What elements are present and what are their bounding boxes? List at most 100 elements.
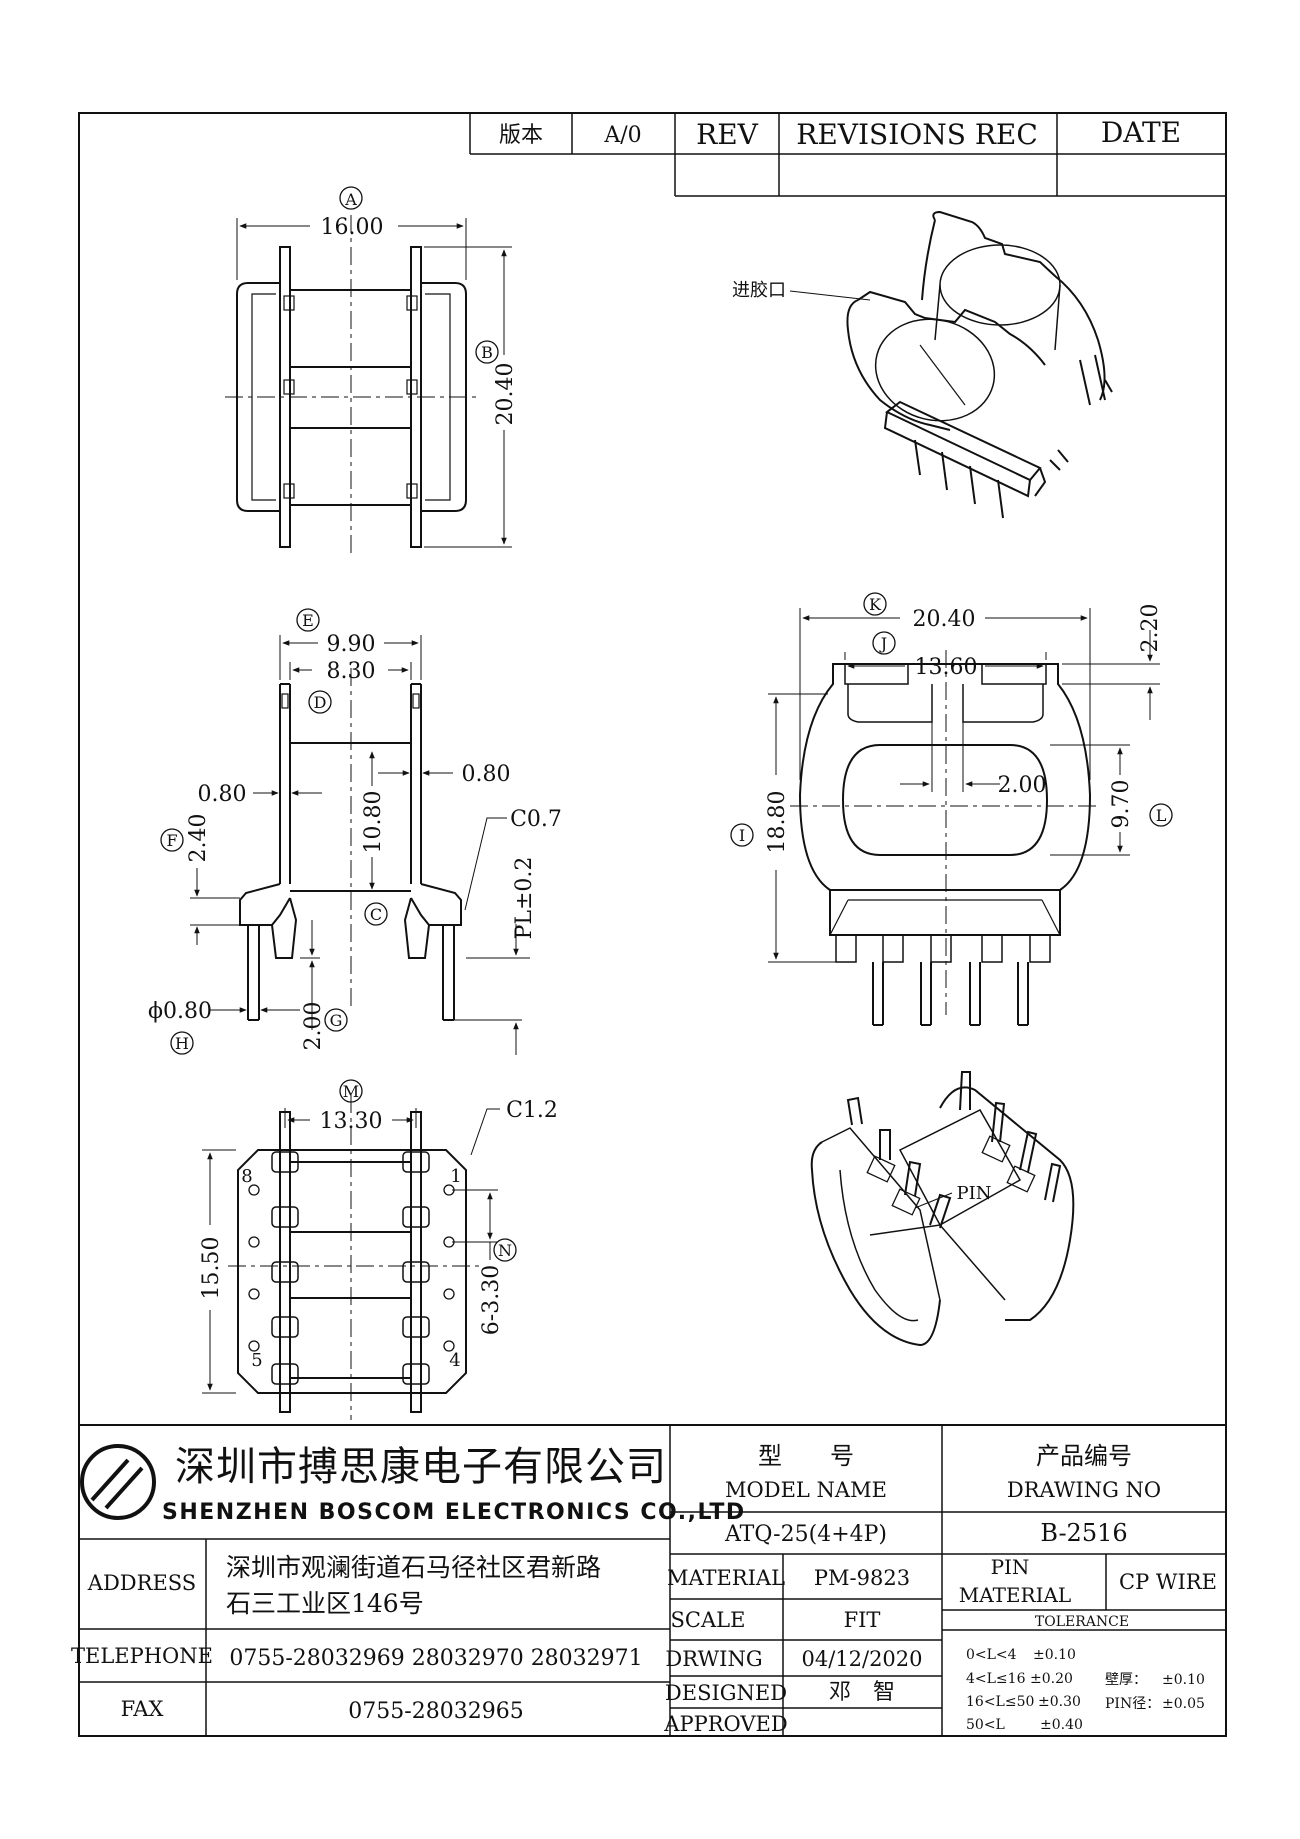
material-value: PM-9823 bbox=[814, 1566, 910, 1590]
pin-dia-value: ±0.05 bbox=[1162, 1696, 1205, 1712]
callout-g: G bbox=[330, 1011, 343, 1030]
callout-a: A bbox=[344, 190, 357, 209]
scale-value: FIT bbox=[844, 1608, 881, 1632]
dim-k-width: 20.40 bbox=[913, 607, 976, 632]
dim-f-height: 2.40 bbox=[186, 814, 211, 863]
callout-i: I bbox=[739, 826, 745, 845]
tol-value-2: ±0.20 bbox=[1030, 1671, 1073, 1687]
designed-label: DESIGNED bbox=[665, 1681, 787, 1705]
dim-i-height: 18.80 bbox=[765, 791, 790, 854]
dim-bottom-height: 15.50 bbox=[199, 1237, 224, 1300]
rev-header: REV bbox=[696, 118, 759, 151]
scale-label: SCALE bbox=[671, 1608, 746, 1632]
side-view-dims bbox=[190, 635, 530, 1055]
dim-slot-gap: 2.00 bbox=[998, 773, 1047, 798]
tol-value-3: ±0.30 bbox=[1038, 1694, 1081, 1710]
callout-j: J bbox=[879, 634, 887, 653]
dim-pl: PL±0.2 bbox=[512, 857, 537, 940]
callout-n: N bbox=[498, 1241, 512, 1260]
dim-chamfer-bottom: C1.2 bbox=[506, 1098, 558, 1123]
pin-number-5: 5 bbox=[251, 1350, 262, 1371]
dim-chamfer-side: C0.7 bbox=[510, 807, 562, 832]
model-name-en: MODEL NAME bbox=[725, 1478, 887, 1502]
dim-m-width: 13.30 bbox=[320, 1109, 383, 1134]
dim-l-height: 9.70 bbox=[1109, 780, 1134, 829]
dim-top-offset: 2.20 bbox=[1138, 604, 1163, 653]
dim-pitch: 6-3.30 bbox=[479, 1265, 504, 1335]
dim-d-width: 8.30 bbox=[327, 659, 376, 684]
callout-k: K bbox=[869, 595, 882, 614]
dim-top-height: 20.40 bbox=[493, 363, 518, 426]
pin-number-1: 1 bbox=[450, 1166, 461, 1187]
pin-material-value: CP WIRE bbox=[1119, 1570, 1217, 1594]
wall-value: ±0.10 bbox=[1162, 1672, 1205, 1688]
date-header: DATE bbox=[1101, 116, 1181, 149]
callout-h: H bbox=[175, 1034, 189, 1053]
approved-label: APPROVED bbox=[663, 1712, 787, 1736]
pin-material-line1: PIN bbox=[991, 1555, 1030, 1579]
model-value: ATQ-25(4+4P) bbox=[724, 1522, 887, 1547]
fax-label: FAX bbox=[121, 1697, 164, 1721]
fax-value: 0755-28032965 bbox=[348, 1699, 523, 1724]
version-value: A/0 bbox=[603, 123, 641, 148]
dim-g-height: 2.00 bbox=[301, 1002, 326, 1051]
drawing-label: DRWING bbox=[665, 1647, 762, 1671]
dim-left-wall: 0.80 bbox=[198, 782, 247, 807]
dim-e-width: 9.90 bbox=[327, 632, 376, 657]
wall-label: 壁厚： bbox=[1105, 1672, 1147, 1688]
drawing-date: 04/12/2020 bbox=[801, 1647, 922, 1671]
callout-f: F bbox=[166, 831, 177, 850]
drawing-value: B-2516 bbox=[1040, 1519, 1127, 1547]
pin-leader bbox=[914, 1192, 953, 1209]
company-name-en: SHENZHEN BOSCOM ELECTRONICS CO.,LTD bbox=[162, 1500, 746, 1525]
bottom-view-dims bbox=[202, 1108, 500, 1394]
bottom-view bbox=[228, 1095, 480, 1420]
model-name-cn: 型 号 bbox=[758, 1442, 854, 1470]
pin-label: PIN bbox=[957, 1183, 992, 1204]
callout-l: L bbox=[1156, 806, 1167, 825]
tol-range-4: 50<L bbox=[966, 1717, 1005, 1733]
material-label: MATERIAL bbox=[667, 1566, 785, 1590]
callout-b: B bbox=[481, 343, 493, 362]
version-label: 版本 bbox=[499, 123, 543, 148]
address-line1: 深圳市观澜街道石马径社区君新路 bbox=[226, 1553, 601, 1582]
perspective-view-top bbox=[846, 210, 1113, 519]
dim-right-wall: 0.80 bbox=[462, 762, 511, 787]
telephone-label: TELEPHONE bbox=[71, 1644, 213, 1668]
dim-core-height: 10.80 bbox=[361, 791, 386, 854]
callout-e: E bbox=[302, 611, 314, 630]
tol-range-1: 0<L<4 bbox=[966, 1647, 1017, 1663]
drawing-no-en: DRAWING NO bbox=[1007, 1478, 1161, 1502]
address-line2: 石三工业区146号 bbox=[226, 1589, 424, 1618]
revisions-header: REVISIONS REC bbox=[796, 118, 1038, 151]
dim-j-width: 13.60 bbox=[915, 655, 978, 680]
address-label: ADDRESS bbox=[87, 1571, 196, 1595]
gate-label: 进胶口 bbox=[732, 280, 786, 301]
tol-range-2: 4<L≤16 bbox=[966, 1671, 1026, 1687]
pin-material-line2: MATERIAL bbox=[959, 1583, 1071, 1607]
dim-top-width: 16.00 bbox=[321, 215, 384, 240]
pin-dia-label: PIN径： bbox=[1105, 1696, 1160, 1712]
tol-range-3: 16<L≤50 bbox=[966, 1694, 1034, 1710]
pin-number-4: 4 bbox=[449, 1350, 460, 1371]
revision-block bbox=[469, 113, 1226, 197]
callout-m: M bbox=[343, 1082, 359, 1101]
company-logo bbox=[80, 1444, 156, 1520]
front-view-dims bbox=[768, 608, 1160, 963]
side-view bbox=[239, 668, 462, 1021]
pin-number-8: 8 bbox=[241, 1166, 252, 1187]
callout-d: D bbox=[314, 693, 327, 712]
gate-leader bbox=[789, 290, 871, 301]
tol-value-1: ±0.10 bbox=[1033, 1647, 1076, 1663]
drawing-no-cn: 产品编号 bbox=[1036, 1442, 1132, 1470]
telephone-value: 0755-28032969 28032970 28032971 bbox=[229, 1646, 642, 1671]
tolerance-title: TOLERANCE bbox=[1035, 1614, 1129, 1630]
perspective-view-bottom bbox=[810, 1071, 1075, 1347]
top-view-dims bbox=[236, 218, 512, 548]
tol-value-4: ±0.40 bbox=[1040, 1717, 1083, 1733]
top-view bbox=[225, 215, 480, 555]
front-view bbox=[790, 650, 1100, 1026]
callout-c: C bbox=[370, 905, 382, 924]
dim-pin-dia: ϕ0.80 bbox=[148, 999, 212, 1024]
